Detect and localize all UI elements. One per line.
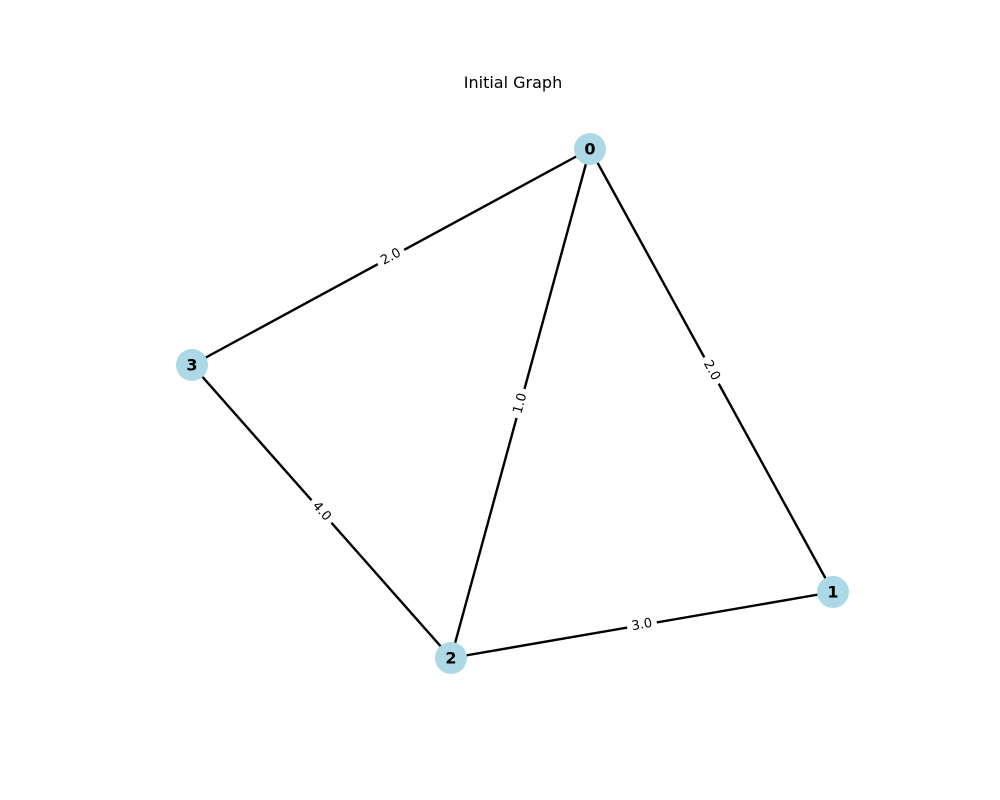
edge-label-group: 3.0 (625, 613, 659, 637)
node-2 (435, 642, 467, 674)
edge-label-background (696, 353, 727, 388)
node-3 (176, 349, 208, 381)
node-layer: 0 1 2 3 (176, 133, 849, 674)
edge-weight-label: 3.0 (631, 616, 654, 634)
graph-title: Initial Graph (464, 73, 562, 92)
node-label-2: 2 (445, 649, 456, 668)
edge-weight-label: 1.0 (511, 392, 531, 416)
edge-label-group: 2.0 (373, 241, 409, 273)
node-label-0: 0 (584, 140, 595, 159)
edge-label-layer: 2.01.02.04.03.0 (304, 241, 727, 637)
node-label-3: 3 (186, 356, 197, 375)
node-label-1: 1 (827, 583, 838, 602)
edge-label-background (507, 386, 534, 421)
edge-label-background (304, 494, 339, 529)
node-1 (817, 576, 849, 608)
edge-label-group: 1.0 (507, 386, 534, 421)
node-0 (574, 133, 606, 165)
edge-label-background (625, 613, 659, 637)
edge-label-background (373, 241, 409, 273)
edge-label-group: 2.0 (696, 353, 727, 388)
